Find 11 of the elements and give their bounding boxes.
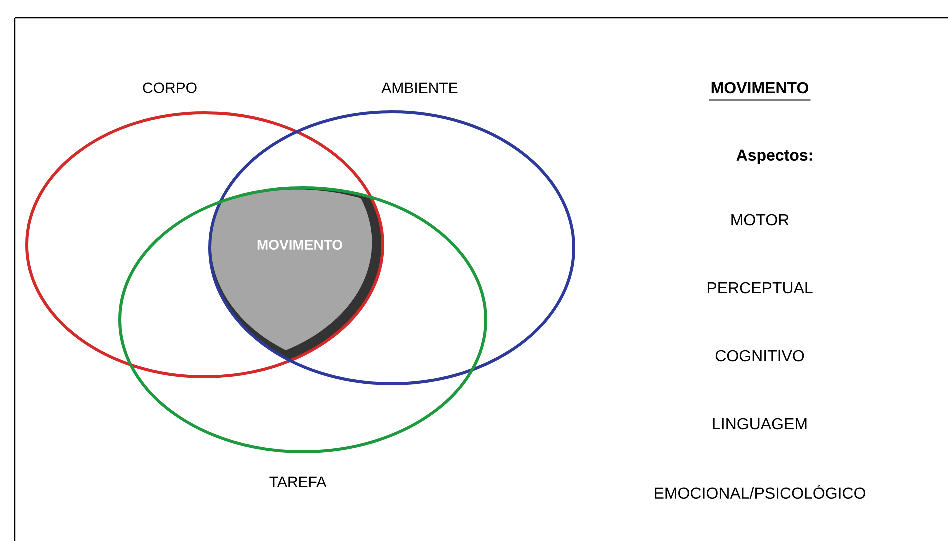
heading: MOVIMENTO: [712, 82, 809, 94]
node-label: CORPO: [143, 82, 197, 94]
aspect-label: LINGUAGEM: [713, 418, 807, 430]
node-label: TAREFA: [270, 476, 327, 488]
aspect-label: COGNITIVO: [716, 350, 804, 362]
subheading: Aspectos:: [736, 150, 812, 164]
aspect-label: PERCEPTUAL: [708, 282, 813, 294]
aspect-label: EMOCIONAL/PSICOLÓGICO: [655, 484, 866, 500]
shield: MOVIMENTO: [210, 188, 383, 361]
node-label: AMBIENTE: [382, 82, 458, 94]
aspect-label: MOTOR: [732, 214, 789, 226]
